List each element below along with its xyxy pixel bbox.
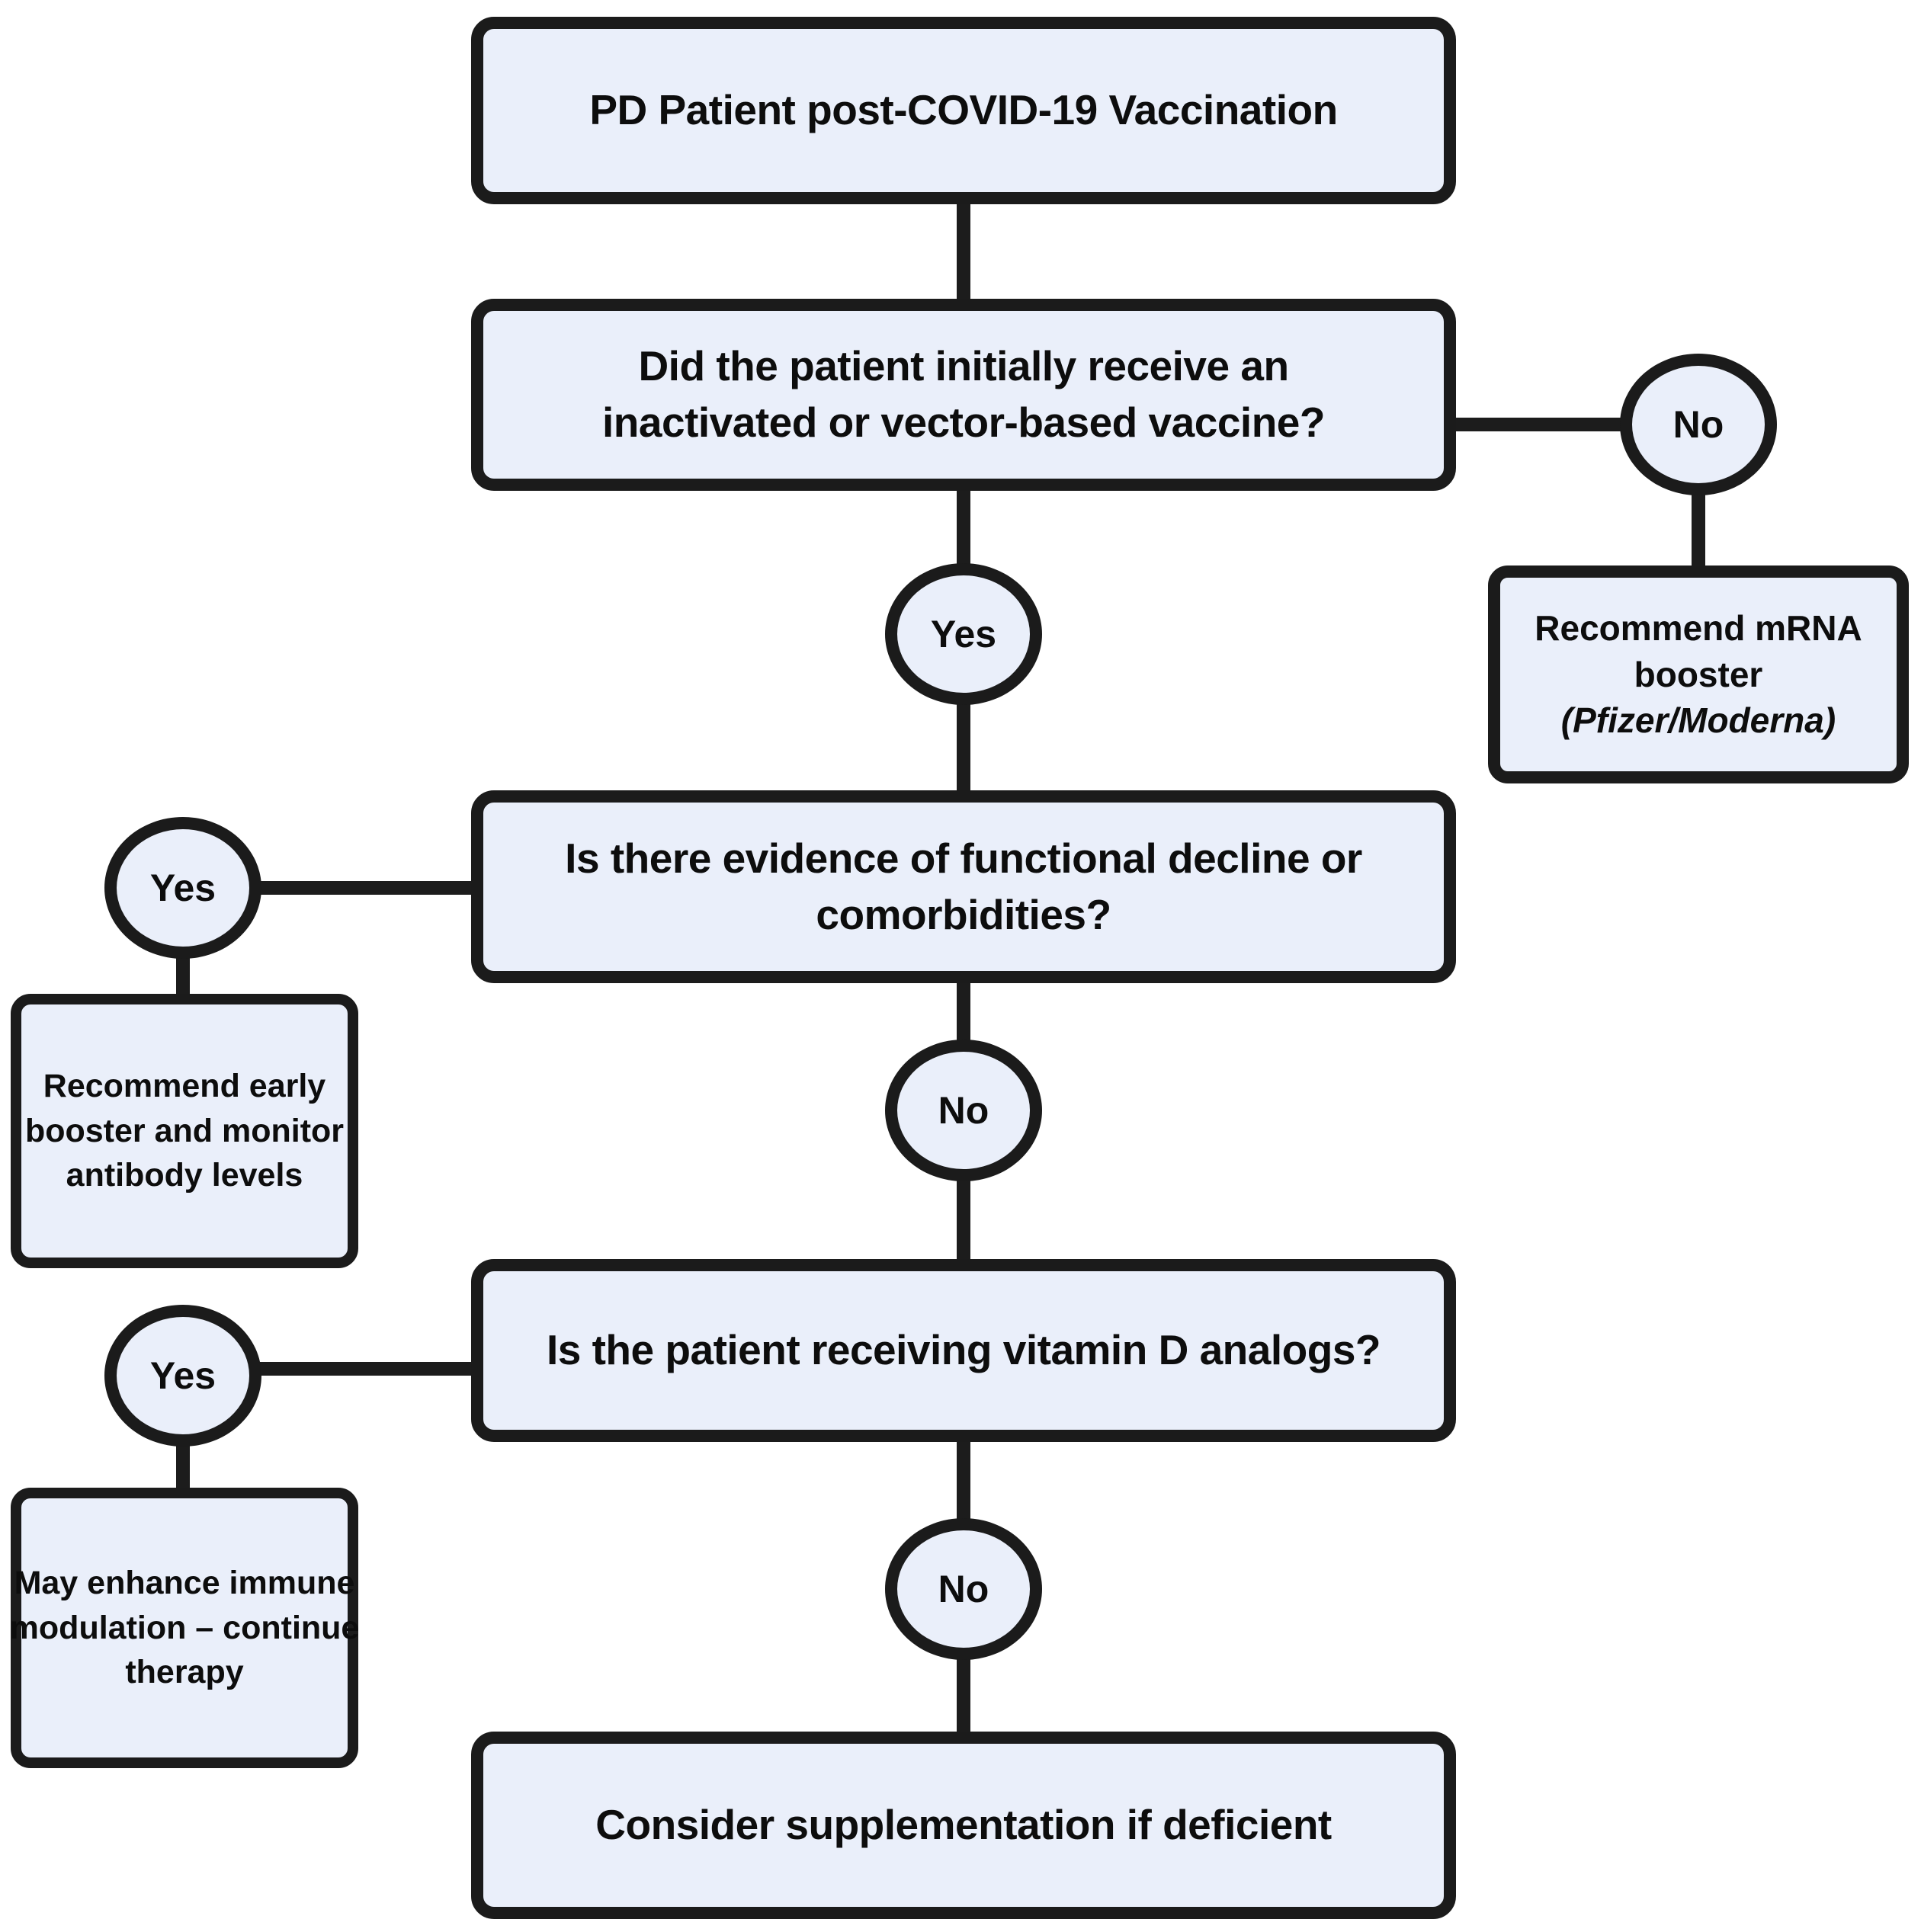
connector-q1-to-no	[1448, 418, 1628, 431]
node-recommend-mrna-booster: Recommend mRNA booster (Pfizer/Moderna)	[1488, 566, 1909, 783]
node-consider-supplementation: Consider supplementation if deficient	[471, 1732, 1456, 1919]
node-recommend-early-booster: Recommend early booster and monitor anti…	[11, 994, 358, 1268]
connector-q1-to-yes	[957, 485, 970, 569]
node-vitamin-d-continue-therapy-label: May enhance immune modulation – continue…	[9, 1565, 360, 1691]
connector-start-to-q1	[957, 198, 970, 305]
connector-q3-to-yes	[254, 1362, 477, 1376]
branch-no-label: No	[938, 1089, 989, 1132]
branch-no-label: No	[938, 1568, 989, 1610]
branch-yes-label: Yes	[149, 867, 216, 909]
connector-q2-to-yes	[254, 881, 477, 895]
branch-no-label: No	[1672, 403, 1724, 446]
branch-no-functional-decline: No	[885, 1040, 1042, 1181]
node-question-functional-decline: Is there evidence of functional decline …	[471, 790, 1456, 983]
connector-yes-to-vitamin-d-box	[176, 1440, 190, 1494]
node-recommend-mrna-booster-label: Recommend mRNA booster (Pfizer/Moderna)	[1535, 605, 1862, 744]
connector-no-to-supplement-box	[957, 1654, 970, 1738]
node-start-label: PD Patient post-COVID-19 Vaccination	[589, 86, 1338, 134]
node-question-vitamin-d-label: Is the patient receiving vitamin D analo…	[546, 1326, 1381, 1374]
connector-yes-to-q2	[957, 700, 970, 795]
branch-yes-functional-decline: Yes	[104, 817, 261, 959]
branch-yes-label: Yes	[149, 1354, 216, 1397]
connector-yes-to-early-booster-box	[176, 953, 190, 1000]
mrna-brands-subtext: (Pfizer/Moderna)	[1560, 700, 1836, 741]
branch-yes-label: Yes	[930, 613, 997, 655]
branch-yes-vitamin-d: Yes	[104, 1305, 261, 1447]
node-question-vaccine-type: Did the patient initially receive an ina…	[471, 299, 1456, 491]
node-vitamin-d-continue-therapy: May enhance immune modulation – continue…	[9, 1488, 360, 1768]
node-question-vitamin-d: Is the patient receiving vitamin D analo…	[471, 1259, 1456, 1442]
branch-no-vitamin-d: No	[885, 1518, 1042, 1660]
branch-no-vaccine-type: No	[1620, 354, 1777, 495]
node-recommend-early-booster-label: Recommend early booster and monitor anti…	[24, 1068, 345, 1194]
node-question-functional-decline-label: Is there evidence of functional decline …	[565, 834, 1362, 938]
connector-no-to-mrna-box	[1692, 488, 1705, 572]
connector-q2-to-no	[957, 977, 970, 1046]
connector-q3-to-no	[957, 1436, 970, 1524]
connector-no-to-q3	[957, 1175, 970, 1265]
branch-yes-vaccine-type: Yes	[885, 563, 1042, 705]
node-start: PD Patient post-COVID-19 Vaccination	[471, 17, 1456, 204]
node-consider-supplementation-label: Consider supplementation if deficient	[595, 1801, 1332, 1849]
node-question-vaccine-type-label: Did the patient initially receive an ina…	[602, 342, 1325, 446]
